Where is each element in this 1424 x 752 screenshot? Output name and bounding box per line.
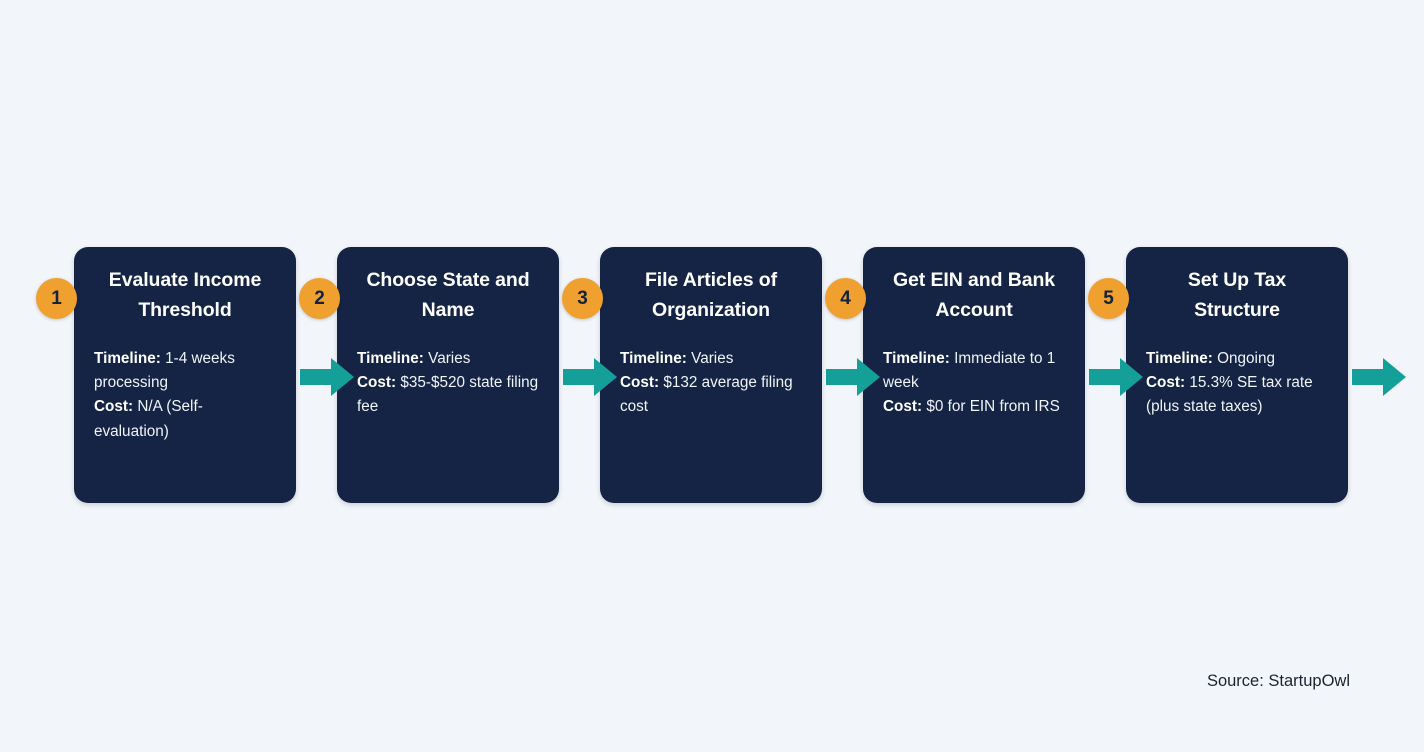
timeline-value: 1-4 weeks processing: [94, 350, 235, 392]
timeline-value: Ongoing: [1217, 350, 1275, 367]
step-number-badge: 3: [562, 278, 603, 319]
cost-label: Cost:: [357, 374, 397, 392]
cost-value: $0 for EIN from IRS: [926, 398, 1060, 416]
cost-label: Cost:: [620, 374, 660, 392]
cost-value: N/A (Self-evaluation): [94, 398, 203, 440]
timeline-value: Varies: [691, 350, 734, 367]
step-number-badge: 1: [36, 278, 77, 319]
step-number-badge: 2: [299, 278, 340, 319]
timeline-label: Timeline:: [357, 350, 424, 367]
cost-label: Cost:: [883, 398, 923, 416]
right-arrow-icon: [1352, 358, 1406, 396]
timeline-label: Timeline:: [620, 350, 687, 367]
cost-label: Cost:: [1146, 374, 1186, 392]
cost-value: $132 average filing cost: [620, 374, 793, 416]
timeline-label: Timeline:: [1146, 350, 1213, 367]
timeline-label: Timeline:: [94, 350, 161, 367]
cost-label: Cost:: [94, 398, 134, 416]
step-number-badge: 4: [825, 278, 866, 319]
right-arrow-icon: [300, 358, 354, 396]
source-attribution: Source: StartupOwl: [1206, 672, 1350, 690]
cost-value: 15.3% SE tax rate (plus state taxes): [1146, 374, 1313, 416]
step-number-badge: 5: [1088, 278, 1129, 319]
timeline-value: Immediate to 1 week: [883, 350, 1056, 392]
step-title: Get EIN and Bank Account: [892, 269, 1056, 321]
step-title: File Articles of Organization: [644, 269, 778, 321]
cost-value: $35-$520 state filing fee: [357, 374, 539, 416]
right-arrow-icon: [1089, 358, 1143, 396]
timeline-value: Varies: [428, 350, 471, 367]
step-title: Choose State and Name: [366, 269, 530, 321]
timeline-label: Timeline:: [883, 350, 950, 367]
step-title: Set Up Tax Structure: [1187, 269, 1287, 321]
right-arrow-icon: [826, 358, 880, 396]
step-title: Evaluate Income Threshold: [108, 269, 262, 321]
right-arrow-icon: [563, 358, 617, 396]
